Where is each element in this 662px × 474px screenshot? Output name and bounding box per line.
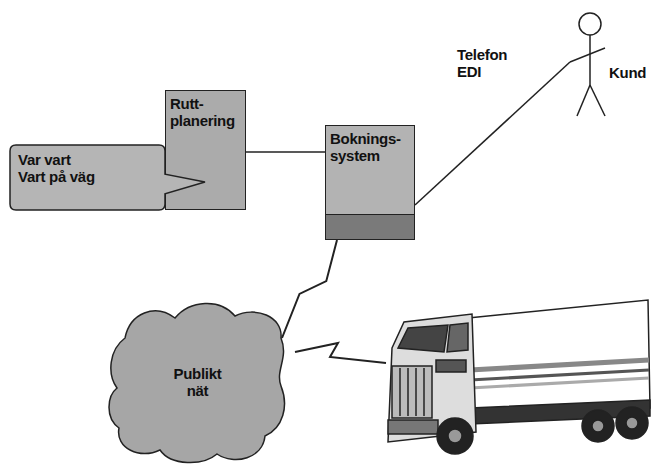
cab-stripe [436,360,466,372]
edge-label: Telefon EDI [455,45,509,82]
grille-bar [399,368,401,416]
figure-body [589,35,591,85]
figure-head [579,13,601,35]
side-window [447,323,468,352]
node-label: Kund [609,64,646,81]
node-label: Publikt nät [174,365,222,400]
bubble-shape [10,145,205,210]
hub [448,429,462,443]
wheel [582,410,614,442]
grille-bar [415,368,417,416]
node-label: Var vart [18,151,71,168]
figure-leg [577,85,590,116]
trailer-stripe [470,360,649,370]
trailer-stripe [470,378,649,388]
node-label: Rutt- planering [170,95,235,130]
wheel [616,407,648,439]
actor-figure: Kund [565,10,657,120]
connector [415,62,570,205]
grille-bar [423,368,425,416]
system-box: Boknings- system [325,125,415,240]
radio-bolt [295,343,386,363]
process-box: Rutt- planering [165,90,246,210]
figure-leg [590,85,605,116]
trailer-body [468,300,650,418]
node-label: Vart på väg [18,168,95,185]
hub [592,420,604,432]
status-band [326,214,414,239]
bumper [388,420,438,434]
grille [392,366,432,418]
connector [246,151,325,153]
figure-arms [570,48,605,62]
speech-bubble: Var vartVart på väg [10,145,165,210]
windshield [398,325,448,352]
cloud-shape [109,303,284,462]
hub [626,417,638,429]
wheel [437,418,473,454]
radio-link [282,240,337,338]
truck-illustration [388,300,650,454]
network-cloud: Publikt nät [105,298,290,466]
node-label: Boknings- system [330,130,401,165]
grille-bar [407,368,409,416]
